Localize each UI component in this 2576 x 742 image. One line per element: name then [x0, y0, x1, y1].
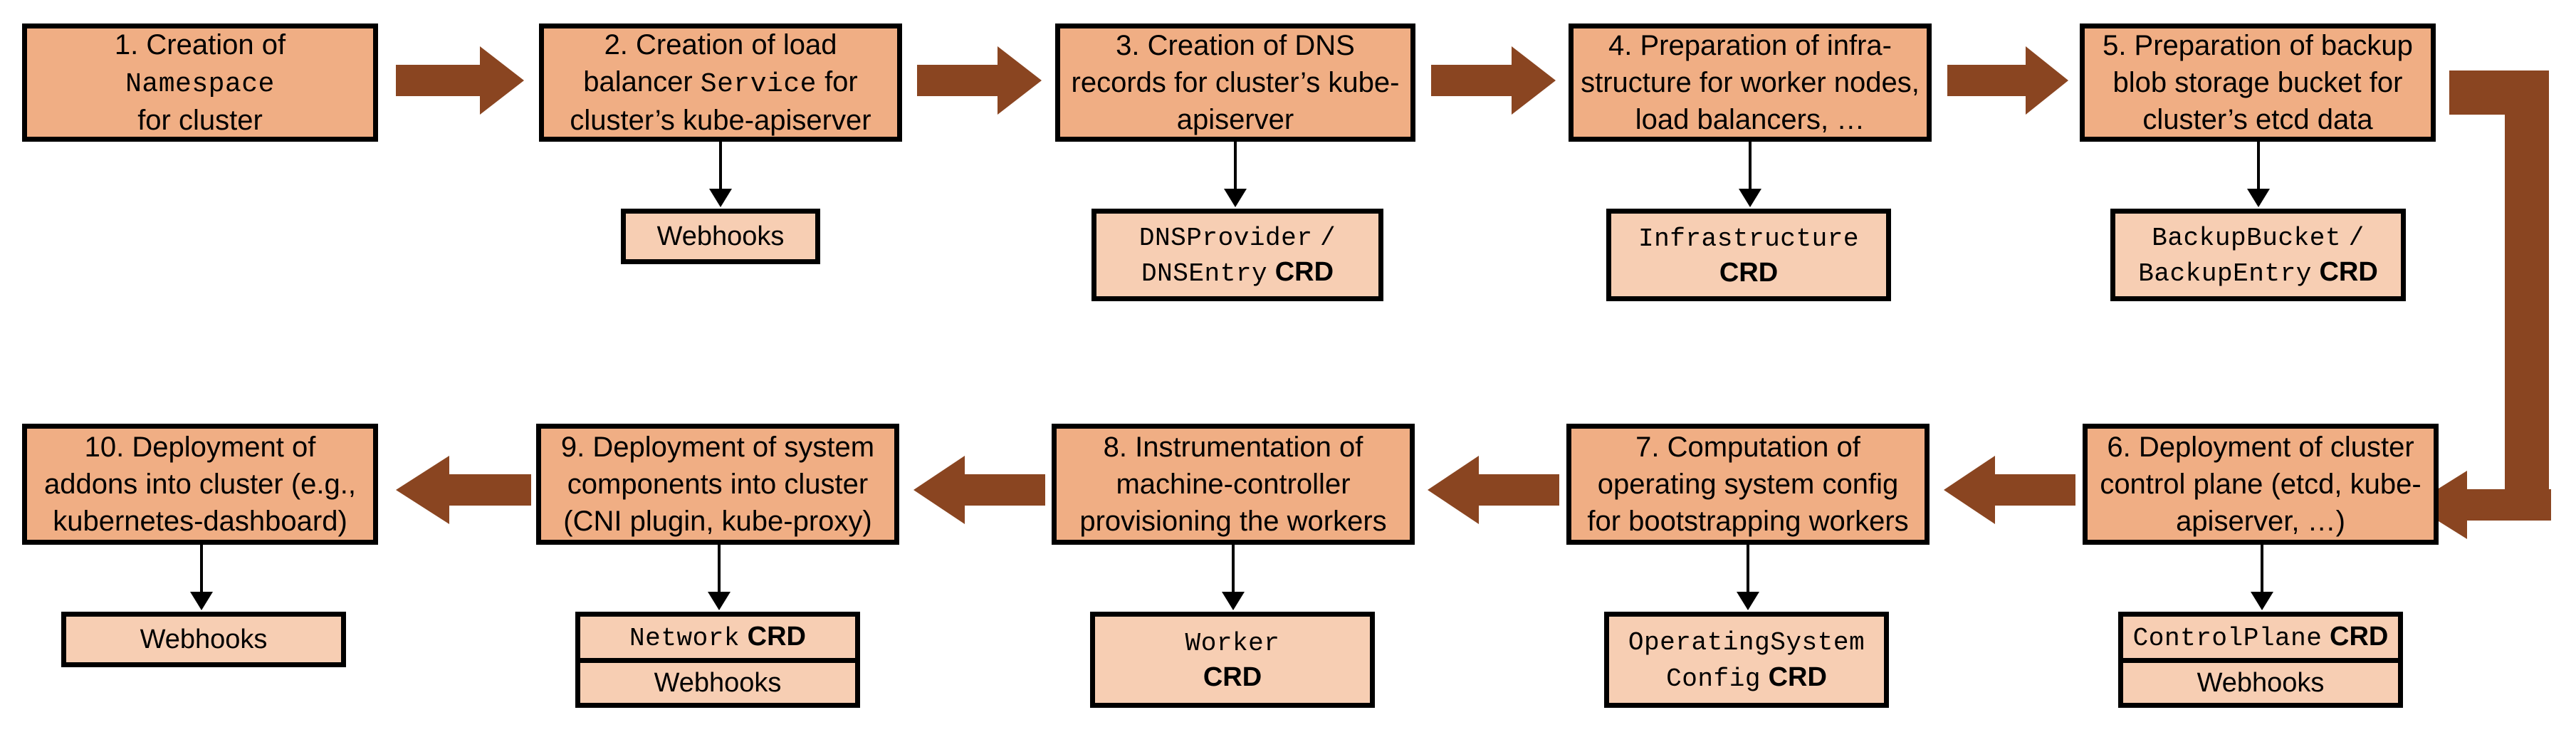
step-box-6[interactable]: 6. Deployment of cluster control plane (… — [2083, 424, 2439, 545]
connector-step9-to-network-crd — [718, 545, 721, 596]
connector-step10-to-webhooks — [200, 545, 203, 596]
worker-crd-suffix: CRD — [1203, 662, 1262, 693]
step-box-4[interactable]: 4. Preparation of infra-structure for wo… — [1569, 23, 1932, 142]
resource-cell-infrastructure-crd: Infrastructure CRD — [1611, 214, 1886, 296]
resource-box-webhooks-step10[interactable]: Webhooks — [61, 612, 346, 667]
worker-code: Worker — [1185, 629, 1280, 659]
backupbucket-code: BackupBucket — [2152, 223, 2342, 253]
backup-crd-suffix: CRD — [2319, 257, 2378, 287]
step-7-label: 7. Computation of operating system confi… — [1587, 432, 1909, 537]
step-2-service-code: Service — [700, 68, 817, 100]
step-10-label: 10. Deployment of addons into cluster (e… — [43, 432, 357, 537]
operatingsystem-code: OperatingSystem — [1628, 628, 1865, 658]
resource-cell-webhooks-6: Webhooks — [2123, 657, 2398, 703]
connector-step2-to-webhooks — [719, 142, 722, 193]
connector-arrowhead-step6 — [2251, 592, 2273, 610]
resource-box-infrastructure-crd[interactable]: Infrastructure CRD — [1606, 209, 1891, 301]
resource-cell-webhooks: Webhooks — [656, 221, 785, 251]
infrastructure-code: Infrastructure — [1638, 224, 1860, 254]
connector-arrowhead-step8 — [1222, 592, 1245, 610]
step-1-line3: for cluster — [137, 105, 263, 137]
connector-step3-to-dns-crd — [1234, 142, 1237, 193]
step-box-1[interactable]: 1. Creation of Namespace for cluster — [22, 23, 378, 142]
dns-slash: / — [1320, 223, 1336, 253]
step-9-label: 9. Deployment of system components into … — [560, 432, 875, 537]
resource-cell-osc-crd: OperatingSystem Config CRD — [1609, 617, 1884, 703]
connector-step8-to-worker-crd — [1232, 545, 1235, 596]
flow-arrow-8-to-9 — [913, 454, 1045, 526]
step-box-8[interactable]: 8. Instrumentation of machine-controller… — [1052, 424, 1415, 545]
connector-arrowhead-step7 — [1737, 592, 1759, 610]
connector-step5-to-backup-crd — [2257, 142, 2260, 193]
resource-box-backupbucket-crd[interactable]: BackupBucket / BackupEntry CRD — [2110, 209, 2406, 301]
osc-crd-suffix: CRD — [1768, 662, 1827, 692]
step-1-label: 1. Creation of Namespace for cluster — [34, 26, 366, 139]
resource-box-osc-crd[interactable]: OperatingSystem Config CRD — [1604, 612, 1889, 708]
flow-arrow-7-to-8 — [1428, 454, 1559, 526]
step-1-namespace-code: Namespace — [125, 68, 275, 100]
connector-arrowhead-step10 — [190, 592, 213, 610]
flow-arrow-6-to-7 — [1944, 454, 2075, 526]
step-2-label: 2. Creation of load balancer Service for… — [551, 26, 890, 139]
network-crd-suffix: CRD — [747, 621, 806, 652]
dns-crd-suffix: CRD — [1274, 257, 1334, 287]
elbow-connector-vertical — [2505, 70, 2549, 505]
resource-box-controlplane-crd[interactable]: ControlPlane CRD Webhooks — [2118, 612, 2403, 708]
step-1-line1: 1. Creation of — [114, 28, 286, 61]
connector-step7-to-osc-crd — [1747, 545, 1749, 596]
connector-arrowhead-step5 — [2247, 189, 2270, 207]
dnsentry-code: DNSEntry — [1141, 259, 1268, 288]
controlplane-code: ControlPlane — [2132, 623, 2323, 653]
step-box-2[interactable]: 2. Creation of load balancer Service for… — [539, 23, 902, 142]
step-box-5[interactable]: 5. Preparation of backup blob storage bu… — [2080, 23, 2436, 142]
resource-box-dns-crd[interactable]: DNSProvider / DNSEntry CRD — [1091, 209, 1383, 301]
flow-arrow-2-to-3 — [917, 45, 1042, 116]
step-3-label: 3. Creation of DNS records for cluster’s… — [1071, 30, 1400, 135]
step-2-mid: balancer — [583, 66, 693, 98]
resource-cell-webhooks-10: Webhooks — [140, 624, 268, 654]
resource-cell-webhooks-9: Webhooks — [580, 657, 855, 703]
flow-arrow-9-to-10 — [396, 454, 531, 526]
backupentry-code: BackupEntry — [2138, 259, 2312, 288]
resource-cell-network-crd: Network CRD — [580, 617, 855, 658]
flow-arrow-1-to-2 — [396, 45, 524, 116]
step-box-3[interactable]: 3. Creation of DNS records for cluster’s… — [1055, 23, 1415, 142]
resource-box-worker-crd[interactable]: Worker CRD — [1090, 612, 1375, 708]
resource-box-network-crd[interactable]: Network CRD Webhooks — [575, 612, 860, 708]
step-2-post: for — [824, 66, 858, 98]
step-2-line3: cluster’s kube-apiserver — [570, 105, 871, 137]
step-8-label: 8. Instrumentation of machine-controller… — [1079, 432, 1387, 537]
dnsprovider-code: DNSProvider — [1138, 223, 1313, 253]
connector-arrowhead-step9 — [708, 592, 731, 610]
connector-arrowhead-step3 — [1224, 189, 1247, 207]
infrastructure-crd-suffix: CRD — [1719, 257, 1779, 288]
flow-arrow-5-to-6 — [2412, 469, 2551, 540]
config-code: Config — [1666, 664, 1761, 694]
backup-slash: / — [2348, 223, 2365, 253]
controlplane-crd-suffix: CRD — [2330, 621, 2389, 652]
resource-cell-dns-crd: DNSProvider / DNSEntry CRD — [1096, 214, 1378, 296]
step-box-7[interactable]: 7. Computation of operating system confi… — [1566, 424, 1930, 545]
flow-arrow-3-to-4 — [1431, 45, 1556, 116]
resource-cell-backupbucket-crd: BackupBucket / BackupEntry CRD — [2115, 214, 2401, 296]
resource-box-webhooks-step2[interactable]: Webhooks — [621, 209, 820, 264]
flow-arrow-4-to-5 — [1947, 45, 2068, 116]
network-code: Network — [629, 623, 740, 653]
step-2-line1: 2. Creation of load — [604, 28, 837, 61]
step-6-label: 6. Deployment of cluster control plane (… — [2100, 432, 2421, 537]
step-4-label: 4. Preparation of infra-structure for wo… — [1581, 30, 1920, 135]
resource-cell-worker-crd: Worker CRD — [1095, 617, 1370, 703]
connector-arrowhead-step2 — [709, 189, 732, 207]
connector-step6-to-controlplane-crd — [2261, 545, 2263, 596]
step-box-9[interactable]: 9. Deployment of system components into … — [536, 424, 899, 545]
connector-step4-to-infra-crd — [1749, 142, 1752, 193]
step-5-label: 5. Preparation of backup blob storage bu… — [2103, 30, 2413, 135]
connector-arrowhead-step4 — [1739, 189, 1761, 207]
step-box-10[interactable]: 10. Deployment of addons into cluster (e… — [22, 424, 378, 545]
resource-cell-controlplane-crd: ControlPlane CRD — [2123, 617, 2398, 658]
